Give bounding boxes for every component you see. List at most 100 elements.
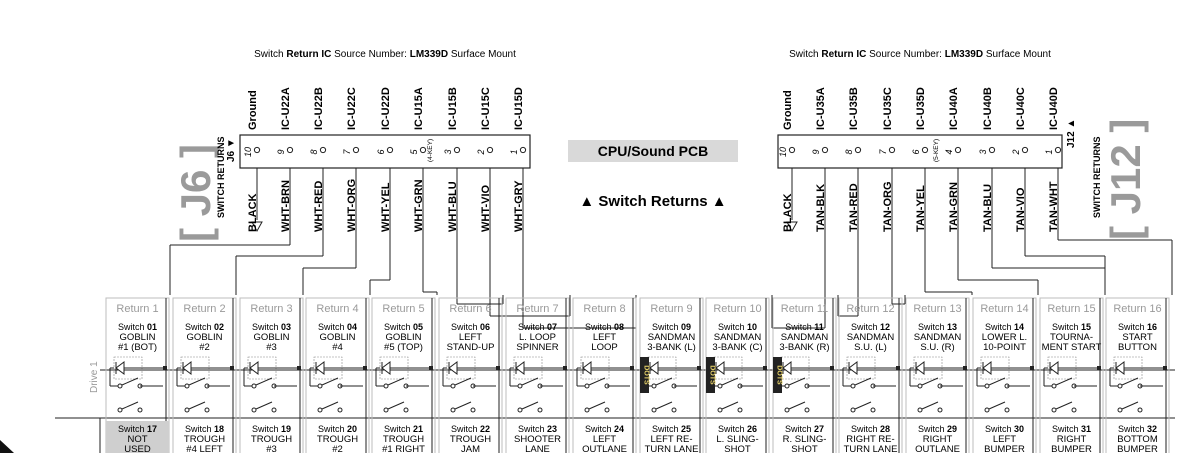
switch-prefix: Switch [384,424,413,434]
wire-color-label: TAN-WHT [1048,181,1060,232]
wire-color-label: TAN-VIO [1015,187,1027,232]
switch-desc-1: TROUGH [383,434,424,445]
switch-label: Switch 18 [185,424,224,434]
junction-dot [763,366,767,370]
switch-contact [251,407,257,413]
junction-dot [563,366,567,370]
switch-lever [921,377,939,386]
pin-circle [888,146,896,154]
dots-badge [773,357,782,393]
switch-contact [937,407,943,413]
switch-label: Switch 05 [384,322,423,332]
pin-number: 3 [978,149,988,154]
pin-signal-label: IC-U35B [848,87,860,130]
switch-number: 26 [747,424,757,434]
switch-desc-1: R. SLING- [783,434,827,445]
switch-column [905,297,970,453]
switch-contact [137,407,143,413]
switch-desc-1: L. LOOP [519,332,556,343]
pin-circle [1054,146,1062,154]
diode-symbol [1115,361,1125,375]
switch-desc-2: OUTLANE [915,444,960,453]
switch-prefix: Switch [985,424,1014,434]
side-label: SWITCH RETURNS [1092,137,1102,219]
switch-desc-1: SANDMAN [847,332,895,343]
switch-column [838,297,903,453]
junction-dot [630,366,634,370]
pin-signal-label: IC-U15C [480,87,492,130]
switch-contact [804,407,810,413]
switch-number: 05 [413,322,423,332]
switch-desc-2: 3-BANK (R) [779,342,829,353]
junction-dot [429,366,433,370]
pin-signal-label: Ground [782,90,794,130]
dots-label: DOTS [643,365,650,385]
return-label: Return 2 [183,303,225,315]
pin-signal-label: IC-U40A [948,87,960,130]
switch-desc-1: LEFT [459,332,482,343]
switch-desc-2: TURN LANE [844,444,898,453]
switch-contact [1117,383,1123,389]
switch-desc-2: #4 [332,342,343,353]
switch-prefix: Switch [851,322,880,332]
switch-contact [1051,407,1057,413]
wire-color-label: WHT-GRY [513,180,525,232]
switch-desc-2: USED [124,444,151,453]
pin-circle [286,146,294,154]
switch-number: 24 [614,424,624,434]
switch-lever [721,377,739,386]
switch-column [572,297,637,453]
switch-desc-1: TROUGH [317,434,358,445]
junction-dot [496,366,500,370]
switch-lever [854,401,872,410]
switch-contact [651,407,657,413]
dots-label: DOTS [776,365,783,385]
return-label: Return 12 [846,303,894,315]
switch-lever [788,377,806,386]
switch-contact [737,407,743,413]
switch-label: Switch 04 [318,322,357,332]
pin-number: 6 [376,149,386,154]
pin-circle [788,146,796,154]
switch-number: 19 [281,424,291,434]
switch-desc-2: #5 (TOP) [384,342,423,353]
switch-desc-2: BUTTON [1118,342,1157,353]
wire-color-label: WHT-ORG [346,179,358,232]
switch-number: 31 [1081,424,1091,434]
wire-color-label: BLACK [247,193,259,232]
switch-contact [717,383,723,389]
return-label: Return 3 [250,303,292,315]
switch-label: Switch 30 [985,424,1024,434]
switch-contact [383,407,389,413]
pin-circle [486,146,494,154]
switch-contact [184,407,190,413]
junction-dot [297,366,301,370]
switch-lever [121,377,139,386]
switch-contact [383,383,389,389]
pin-number: 7 [878,149,888,155]
return-label: Return 13 [913,303,961,315]
switch-contact [517,383,523,389]
switch-label: Switch 13 [918,322,957,332]
switch-number: 14 [1014,322,1024,332]
switch-prefix: Switch [718,424,747,434]
pin-number: 3 [443,149,453,154]
switch-number: 17 [147,424,157,434]
switch-number: 04 [347,322,357,332]
switch-label: Switch 12 [851,322,890,332]
switch-desc-2: 10-POINT [983,342,1026,353]
wire-color-label: TAN-BLU [982,184,994,232]
switch-label: Switch 17 [118,424,157,434]
switch-contact [784,407,790,413]
switch-column [239,297,304,453]
switch-prefix: Switch [918,322,947,332]
switch-label: Switch 20 [318,424,357,434]
switch-label: Switch 08 [585,322,624,332]
switch-desc-1: SANDMAN [648,332,696,343]
switch-lever [454,377,472,386]
switch-lever [1121,377,1139,386]
return-label: Return 1 [116,303,158,315]
switch-desc-1: SANDMAN [781,332,829,343]
pin-circle [821,146,829,154]
